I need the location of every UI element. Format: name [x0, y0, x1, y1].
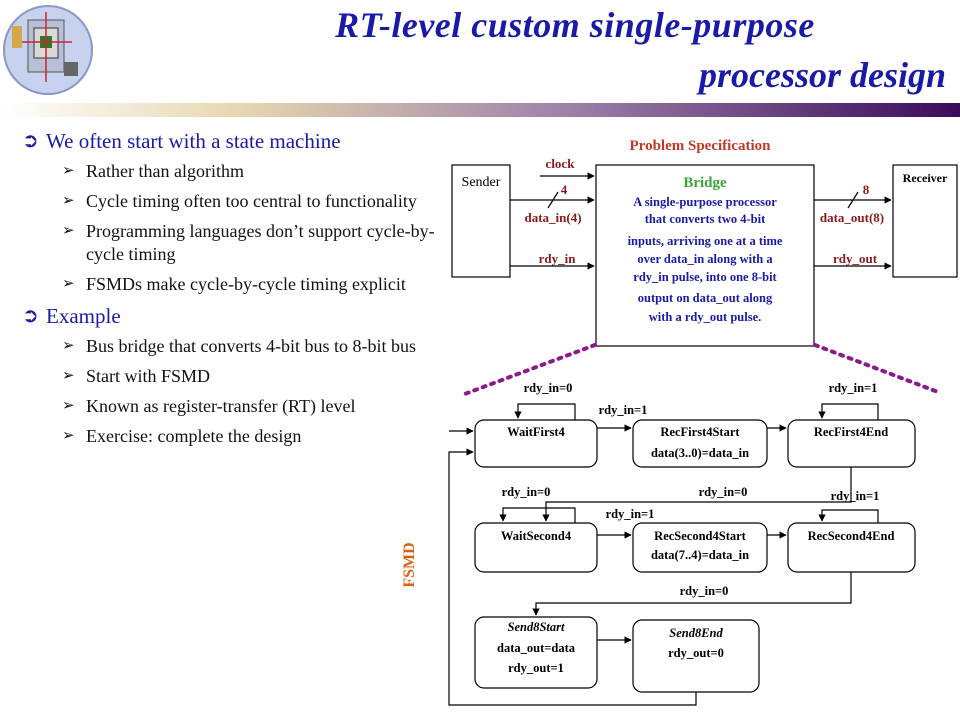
transition-rf4e-self-label: rdy_in=1 — [829, 381, 878, 395]
transition-wf4-to-rf4s-label: rdy_in=1 — [599, 403, 648, 417]
state-waitfirst4 — [474, 419, 598, 468]
state-send8start — [474, 616, 598, 689]
sub-bullet-item: ➢ Exercise: complete the design — [22, 425, 446, 448]
state-send8start-action-2: rdy_out=1 — [508, 661, 564, 675]
pointer-bullet-icon: ➢ — [62, 163, 75, 179]
sub-bullet-item: ➢ Cycle timing often too central to funct… — [22, 190, 446, 213]
state-waitsecond4-label: WaitSecond4 — [501, 529, 572, 543]
sub-bullet-item: ➢ Known as register-transfer (RT) level — [22, 395, 446, 418]
state-send8end-label: Send8End — [669, 626, 723, 640]
sub-bullet-text: Cycle timing often too central to functi… — [86, 191, 417, 211]
title-divider — [0, 103, 960, 117]
page-title-line-1: RT-level custom single-purpose — [335, 5, 815, 45]
sub-bullet-text: Exercise: complete the design — [86, 426, 302, 446]
transition-s8e-to-wf4 — [448, 448, 697, 706]
transition-rf4e-self — [818, 403, 879, 420]
bullet-text: Example — [46, 304, 121, 328]
state-send8start-action-1: data_out=data — [497, 641, 576, 655]
bullet-item: ➲ We often start with a state machine — [22, 128, 452, 154]
transition-rs4e-to-s8s — [532, 572, 852, 616]
state-recsecond4start-action: data(7..4)=data_in — [651, 548, 749, 562]
sub-bullet-item: ➢ Programming languages don’t support cyc… — [22, 220, 446, 266]
transition-wf4-self-label: rdy_in=0 — [524, 381, 573, 395]
bridge-desc-line: rdy_in pulse, into one 8-bit — [633, 270, 777, 284]
sub-bullet-item: ➢ Rather than algorithm — [22, 160, 446, 183]
state-waitsecond4 — [474, 522, 598, 573]
state-recsecond4start — [632, 522, 768, 573]
state-waitfirst4-label: WaitFirst4 — [507, 425, 565, 439]
state-recfirst4end-label: RecFirst4End — [814, 425, 888, 439]
state-send8end-action: rdy_out=0 — [668, 646, 724, 660]
rdy-out-label: rdy_out — [833, 251, 878, 266]
state-recfirst4start — [632, 419, 768, 468]
sub-bullet-item: ➢ Bus bridge that converts 4-bit bus to 8… — [22, 335, 446, 358]
sub-bullet-text: Bus bridge that converts 4-bit bus to 8-… — [86, 336, 416, 356]
transition-ws4-self — [499, 507, 576, 523]
zoom-line-right — [813, 343, 940, 394]
transition-rs4e-self — [818, 509, 879, 523]
sender-label: Sender — [462, 175, 501, 190]
bullet-item: ➲ Example — [22, 303, 452, 329]
pointer-bullet-icon: ➢ — [62, 223, 75, 239]
sender-box — [451, 164, 511, 278]
pointer-bullet-icon: ➢ — [62, 338, 75, 354]
sub-bullet-item: ➢ Start with FSMD — [22, 365, 446, 388]
bridge-title: Bridge — [683, 175, 727, 191]
fsmd-label: FSMD — [401, 542, 418, 587]
pointer-bullet-icon: ➢ — [62, 428, 75, 444]
arrow-bullet-icon: ➲ — [22, 130, 39, 152]
page-title-line-2: processor design — [698, 55, 946, 95]
state-send8start-label: Send8Start — [508, 620, 565, 634]
clock-label: clock — [546, 156, 576, 171]
bridge-desc-line: output on data_out along — [638, 291, 773, 305]
zoom-line-left — [460, 343, 597, 397]
state-recfirst4start-action: data(3..0)=data_in — [651, 446, 749, 460]
bullet-list: ➲ We often start with a state machine ➢ Ra… — [22, 128, 452, 455]
transition-wf4-self — [514, 403, 576, 420]
sub-bullet-text: Start with FSMD — [86, 366, 211, 386]
bridge-box — [595, 164, 815, 347]
bridge-desc-line: that converts two 4-bit — [645, 212, 766, 226]
data-out-label: data_out(8) — [820, 210, 884, 225]
data-in-slash — [547, 191, 559, 209]
sub-bullet-text: FSMDs make cycle-by-cycle timing explici… — [86, 274, 406, 294]
state-recsecond4start-label: RecSecond4Start — [654, 529, 746, 543]
arrow-bullet-icon: ➲ — [22, 305, 39, 327]
bridge-desc-line: inputs, arriving one at a time — [628, 234, 783, 248]
pointer-bullet-icon: ➢ — [62, 193, 75, 209]
state-recsecond4end-label: RecSecond4End — [808, 529, 895, 543]
receiver-box — [892, 164, 958, 278]
data-in-width: 4 — [561, 182, 568, 197]
bridge-desc-line: A single-purpose processor — [633, 195, 777, 209]
sub-bullet-text: Known as register-transfer (RT) level — [86, 396, 356, 416]
bridge-desc-line: with a rdy_out pulse. — [649, 310, 762, 324]
data-out-width: 8 — [863, 182, 870, 197]
transition-rf4e-to-ws4 — [542, 467, 852, 522]
pointer-bullet-icon: ➢ — [62, 368, 75, 384]
transition-rs4e-to-s8s-label: rdy_in=0 — [680, 584, 729, 598]
logo-icon — [3, 5, 93, 95]
problem-specification-heading: Problem Specification — [630, 138, 772, 154]
state-recfirst4start-label: RecFirst4Start — [660, 425, 740, 439]
data-out-slash — [847, 191, 859, 209]
rdy-in-label: rdy_in — [539, 251, 577, 266]
data-in-label: data_in(4) — [524, 210, 581, 225]
sub-bullet-text: Programming languages don’t support cycl… — [86, 221, 435, 264]
bridge-desc-line: over data_in along with a — [637, 252, 773, 266]
transition-ws4-self-label: rdy_in=0 — [502, 485, 551, 499]
transition-rs4e-self-label: rdy_in=1 — [831, 489, 880, 503]
pointer-bullet-icon: ➢ — [62, 276, 75, 292]
sub-bullet-item: ➢ FSMDs make cycle-by-cycle timing explic… — [22, 273, 446, 296]
bullet-text: We often start with a state machine — [46, 129, 341, 153]
pointer-bullet-icon: ➢ — [62, 398, 75, 414]
receiver-label: Receiver — [903, 171, 948, 185]
transition-rf4e-to-ws4-label: rdy_in=0 — [699, 485, 748, 499]
transition-ws4-to-rs4s-label: rdy_in=1 — [606, 507, 655, 521]
sub-bullet-text: Rather than algorithm — [86, 161, 244, 181]
